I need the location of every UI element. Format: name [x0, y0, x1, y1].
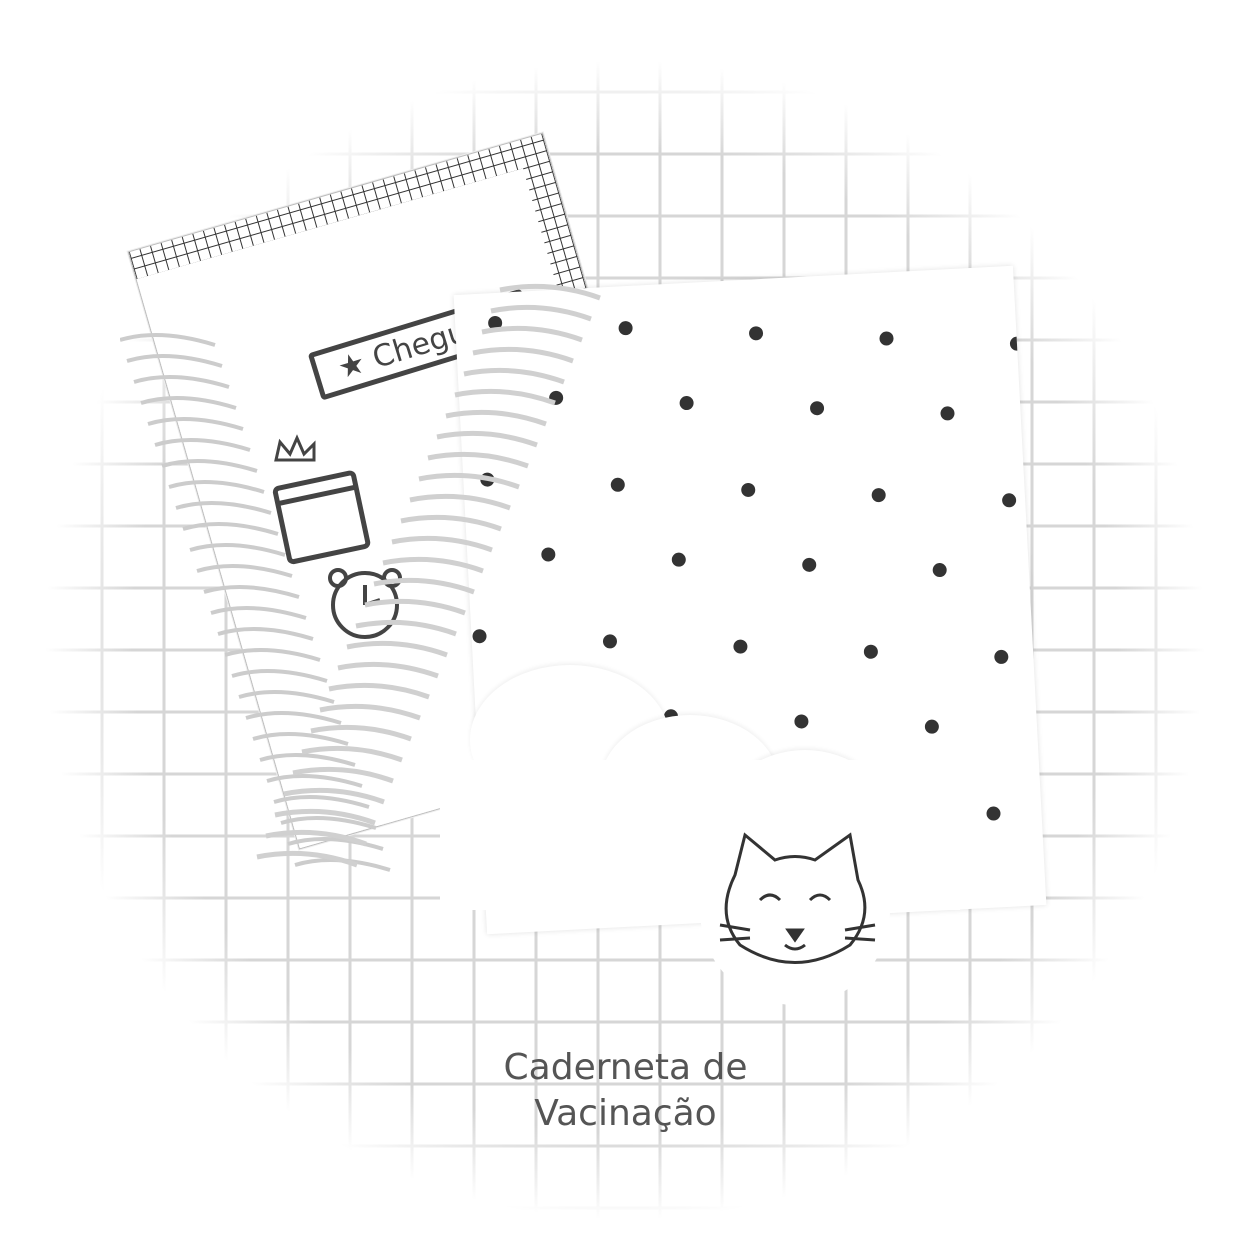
spiral-ring	[217, 627, 314, 641]
spiral-ring	[346, 640, 448, 658]
spiral-ring	[161, 459, 258, 473]
spiral-ring	[319, 703, 421, 721]
polka-dot	[879, 331, 894, 346]
spiral-ring	[481, 325, 583, 343]
polka-dot	[679, 396, 694, 411]
spiral-ring	[266, 774, 363, 788]
spiral-ring	[373, 577, 475, 595]
spiral-ring	[310, 724, 412, 742]
polka-dot	[541, 547, 556, 562]
spiral-ring	[238, 690, 335, 704]
spiral-ring	[265, 829, 367, 847]
spiral-ring	[427, 451, 529, 469]
polka-dot	[1002, 493, 1017, 508]
polka-dot	[994, 649, 1009, 664]
spiral-ring	[400, 514, 502, 532]
spiral-ring	[418, 472, 520, 490]
title-line-1: Caderneta de	[503, 1047, 748, 1088]
polka-dot	[741, 482, 756, 497]
polka-dot	[488, 315, 503, 330]
spiral-ring	[210, 606, 307, 620]
spiral-ring	[231, 669, 328, 683]
polka-dot	[932, 563, 947, 578]
spiral-ring	[472, 346, 574, 364]
polka-dot	[610, 477, 625, 492]
spiral-ring	[355, 619, 457, 637]
polka-dot	[940, 406, 955, 421]
polka-dot	[733, 639, 748, 654]
spiral-ring	[364, 598, 466, 616]
spiral-ring	[126, 354, 223, 368]
spiral-ring	[328, 682, 430, 700]
spiral-ring	[280, 816, 377, 830]
polka-dot	[986, 806, 1001, 821]
product-title: Caderneta de Vacinação	[0, 1045, 1251, 1137]
spiral-ring	[499, 283, 601, 301]
polka-dot	[863, 644, 878, 659]
spiral-ring	[287, 837, 384, 851]
crown-icon	[274, 434, 316, 462]
spiral-ring	[445, 409, 547, 427]
polka-dot	[924, 719, 939, 734]
spiral-ring	[409, 493, 511, 511]
spiral-ring	[140, 396, 237, 410]
spiral-ring	[463, 367, 565, 385]
spiral-ring	[245, 711, 342, 725]
spiral-ring	[203, 585, 300, 599]
polka-dot	[618, 321, 633, 336]
polka-dot	[802, 557, 817, 572]
spiral-ring	[196, 564, 293, 578]
spiral-ring	[283, 787, 385, 805]
polka-dot	[472, 629, 487, 644]
polka-dot	[810, 401, 825, 416]
spiral-ring	[490, 304, 592, 322]
spiral-ring	[273, 795, 370, 809]
spiral-ring	[436, 430, 538, 448]
spiral-ring	[168, 480, 265, 494]
spiral-ring	[133, 375, 230, 389]
doodles	[272, 434, 402, 639]
polka-dot	[602, 634, 617, 649]
spiral-ring	[120, 333, 216, 347]
spiral-binding	[120, 283, 601, 872]
spiral-ring	[259, 753, 356, 767]
spiral-ring	[252, 732, 349, 746]
spiral-ring	[182, 522, 279, 536]
spiral-ring	[256, 850, 358, 868]
spiral-ring	[147, 417, 244, 431]
calendar-icon	[272, 470, 371, 565]
spiral-ring	[274, 808, 376, 826]
spiral-ring	[391, 535, 493, 553]
spiral-ring	[189, 543, 286, 557]
polka-dot	[871, 488, 886, 503]
spiral-ring	[175, 501, 272, 515]
title-line-2: Vacinação	[534, 1093, 717, 1134]
spiral-ring	[292, 766, 394, 784]
polka-dot	[671, 552, 686, 567]
spiral-ring	[382, 556, 484, 574]
cat-sticker	[700, 815, 890, 1005]
spiral-ring	[337, 661, 439, 679]
spiral-ring	[301, 745, 403, 763]
spiral-ring	[224, 648, 321, 662]
polka-dot	[749, 326, 764, 341]
cat-face-icon	[719, 832, 876, 964]
spiral-ring	[154, 438, 251, 452]
polka-dot	[794, 714, 809, 729]
spiral-ring	[454, 388, 556, 406]
